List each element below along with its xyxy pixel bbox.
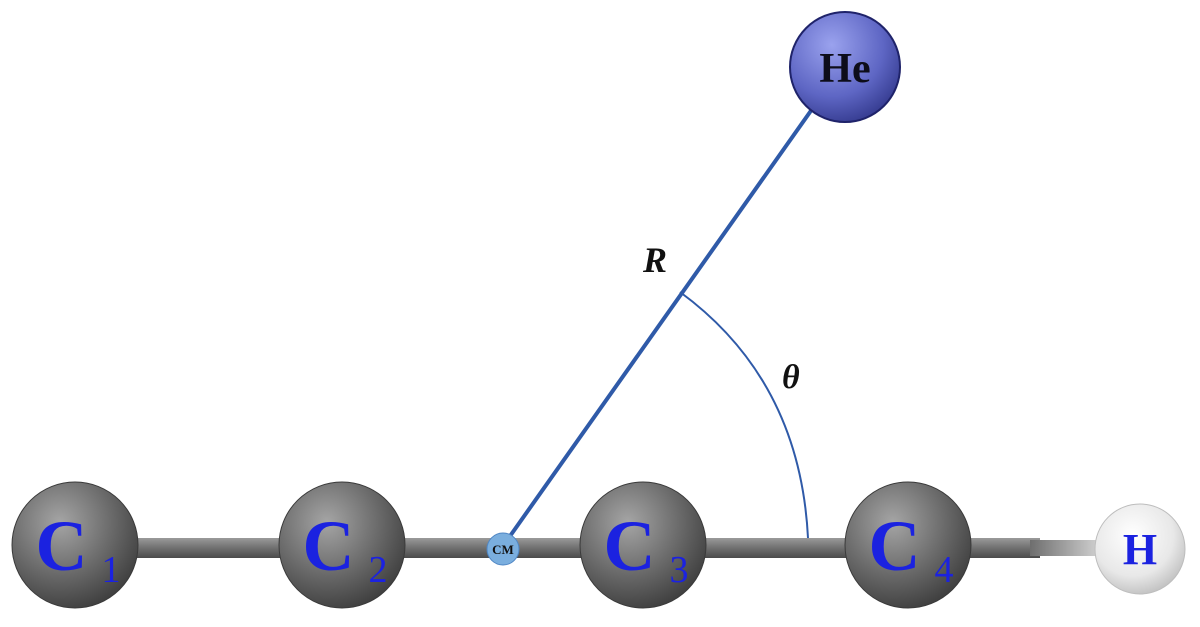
cm-label: CM (492, 542, 514, 557)
carbon-atom-c1: C 1 (11, 481, 139, 609)
c3-symbol: C (604, 506, 656, 586)
angle-label-theta: θ (782, 359, 800, 396)
h-symbol: H (1123, 525, 1157, 574)
svg-text:C 1: C 1 (36, 506, 121, 591)
distance-label-r: R (642, 240, 667, 280)
center-of-mass-marker: CM (486, 532, 520, 566)
he-symbol: He (819, 46, 870, 92)
c3-subscript: 3 (670, 549, 689, 591)
svg-text:C 4: C 4 (869, 506, 954, 591)
c4-h-bond (1030, 540, 1110, 556)
svg-text:C 3: C 3 (604, 506, 689, 591)
c4-subscript: 4 (935, 549, 954, 591)
c1-subscript: 1 (102, 549, 121, 591)
c1-symbol: C (36, 506, 88, 586)
c2-subscript: 2 (369, 549, 388, 591)
c2-symbol: C (303, 506, 355, 586)
theta-angle-arc (679, 291, 809, 539)
r-vector-line (501, 103, 817, 548)
svg-text:C 2: C 2 (303, 506, 388, 591)
carbon-atom-c4: C 4 (844, 481, 972, 609)
carbon-atom-c3: C 3 (579, 481, 707, 609)
carbon-atom-c2: C 2 (278, 481, 406, 609)
hydrogen-atom: H (1094, 503, 1186, 595)
helium-atom: He (789, 11, 901, 123)
c4-symbol: C (869, 506, 921, 586)
